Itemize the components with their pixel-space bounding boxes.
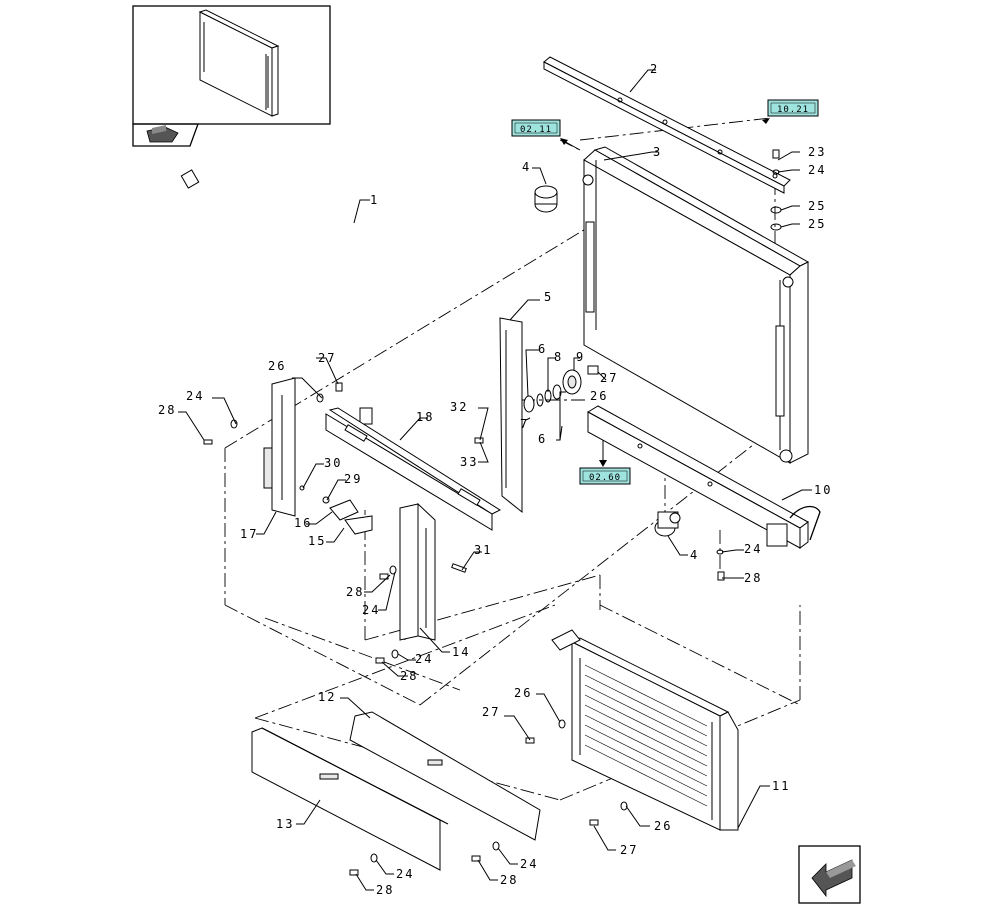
callout-28: 28	[744, 571, 762, 585]
reference-box-mid[interactable]: 02.60	[579, 440, 631, 485]
callout-29: 29	[344, 472, 362, 486]
callout-24: 24	[396, 867, 414, 881]
callout-15: 15	[308, 534, 326, 548]
callout-28: 28	[400, 669, 418, 683]
leader-lines	[178, 69, 812, 891]
part-1-pipe	[180, 156, 373, 425]
parts-6-9-fittings	[523, 365, 599, 413]
callout-24: 24	[744, 542, 762, 556]
callout-23: 23	[808, 145, 826, 159]
part-17-bracket	[263, 377, 296, 517]
callout-5: 5	[544, 290, 553, 304]
callout-33: 33	[460, 455, 478, 469]
callout-26: 26	[590, 389, 608, 403]
part-12-panel	[349, 711, 541, 841]
callout-13: 13	[276, 817, 294, 831]
callout-18: 18	[416, 410, 434, 424]
callout-25: 25	[808, 217, 826, 231]
callout-numbers: 1 2 3 4 4 5 6 6 7 8 9 10 11 12 13 14 15 …	[158, 62, 832, 897]
callout-2: 2	[650, 62, 659, 76]
callout-4: 4	[522, 160, 531, 174]
callout-9: 9	[576, 350, 585, 364]
callout-6: 6	[538, 342, 547, 356]
part-11-shroud	[551, 629, 739, 831]
radiator-thumbnail-icon	[198, 9, 280, 117]
callout-28: 28	[500, 873, 518, 887]
reference-label: 10.21	[777, 105, 809, 115]
callout-30: 30	[324, 456, 342, 470]
callout-31: 31	[474, 543, 492, 557]
callout-26: 26	[268, 359, 286, 373]
callout-26: 26	[514, 686, 532, 700]
thumbnail-inset	[132, 5, 331, 147]
callout-26: 26	[654, 819, 672, 833]
reference-label: 02.60	[589, 473, 621, 483]
callout-24: 24	[186, 389, 204, 403]
callout-1: 1	[370, 193, 379, 207]
part-16-clip	[329, 499, 359, 521]
part-3-radiator	[582, 146, 810, 464]
callout-7: 7	[520, 417, 529, 431]
callout-4: 4	[690, 548, 699, 562]
part-10-bottom-bar	[586, 405, 821, 549]
callout-24: 24	[520, 857, 538, 871]
fasteners	[203, 149, 782, 876]
callout-27: 27	[482, 705, 500, 719]
callout-8: 8	[554, 350, 563, 364]
callout-24: 24	[808, 163, 826, 177]
part-4-cap-top	[534, 185, 558, 213]
part-4-cap-bottom	[654, 511, 681, 537]
part-13-panel	[251, 727, 449, 871]
callout-10: 10	[814, 483, 832, 497]
previous-page-arrow-icon[interactable]	[798, 845, 861, 904]
reference-box-top-right[interactable]: 10.21	[762, 99, 819, 124]
callout-28: 28	[158, 403, 176, 417]
callout-14: 14	[452, 645, 470, 659]
callout-27: 27	[318, 351, 336, 365]
part-15-clip	[344, 515, 373, 535]
callout-17: 17	[240, 527, 258, 541]
part-5-baffle	[499, 317, 523, 514]
callout-3: 3	[653, 145, 662, 159]
callout-6: 6	[538, 432, 547, 446]
callout-32: 32	[450, 400, 468, 414]
callout-25: 25	[808, 199, 826, 213]
callout-24: 24	[415, 652, 433, 666]
callout-16: 16	[294, 516, 312, 530]
callout-28: 28	[346, 585, 364, 599]
reference-box-top-left[interactable]: 02.11	[511, 119, 581, 151]
callout-24: 24	[362, 603, 380, 617]
part-2-top-bar	[543, 56, 791, 194]
callout-11: 11	[772, 779, 790, 793]
part-14-bracket	[399, 502, 436, 641]
page-flip-icon[interactable]	[146, 125, 179, 143]
callout-12: 12	[318, 690, 336, 704]
part-18-bracket	[325, 407, 502, 531]
callout-28: 28	[376, 883, 394, 897]
callout-27: 27	[600, 371, 618, 385]
callout-27: 27	[620, 843, 638, 857]
reference-label: 02.11	[520, 125, 552, 135]
